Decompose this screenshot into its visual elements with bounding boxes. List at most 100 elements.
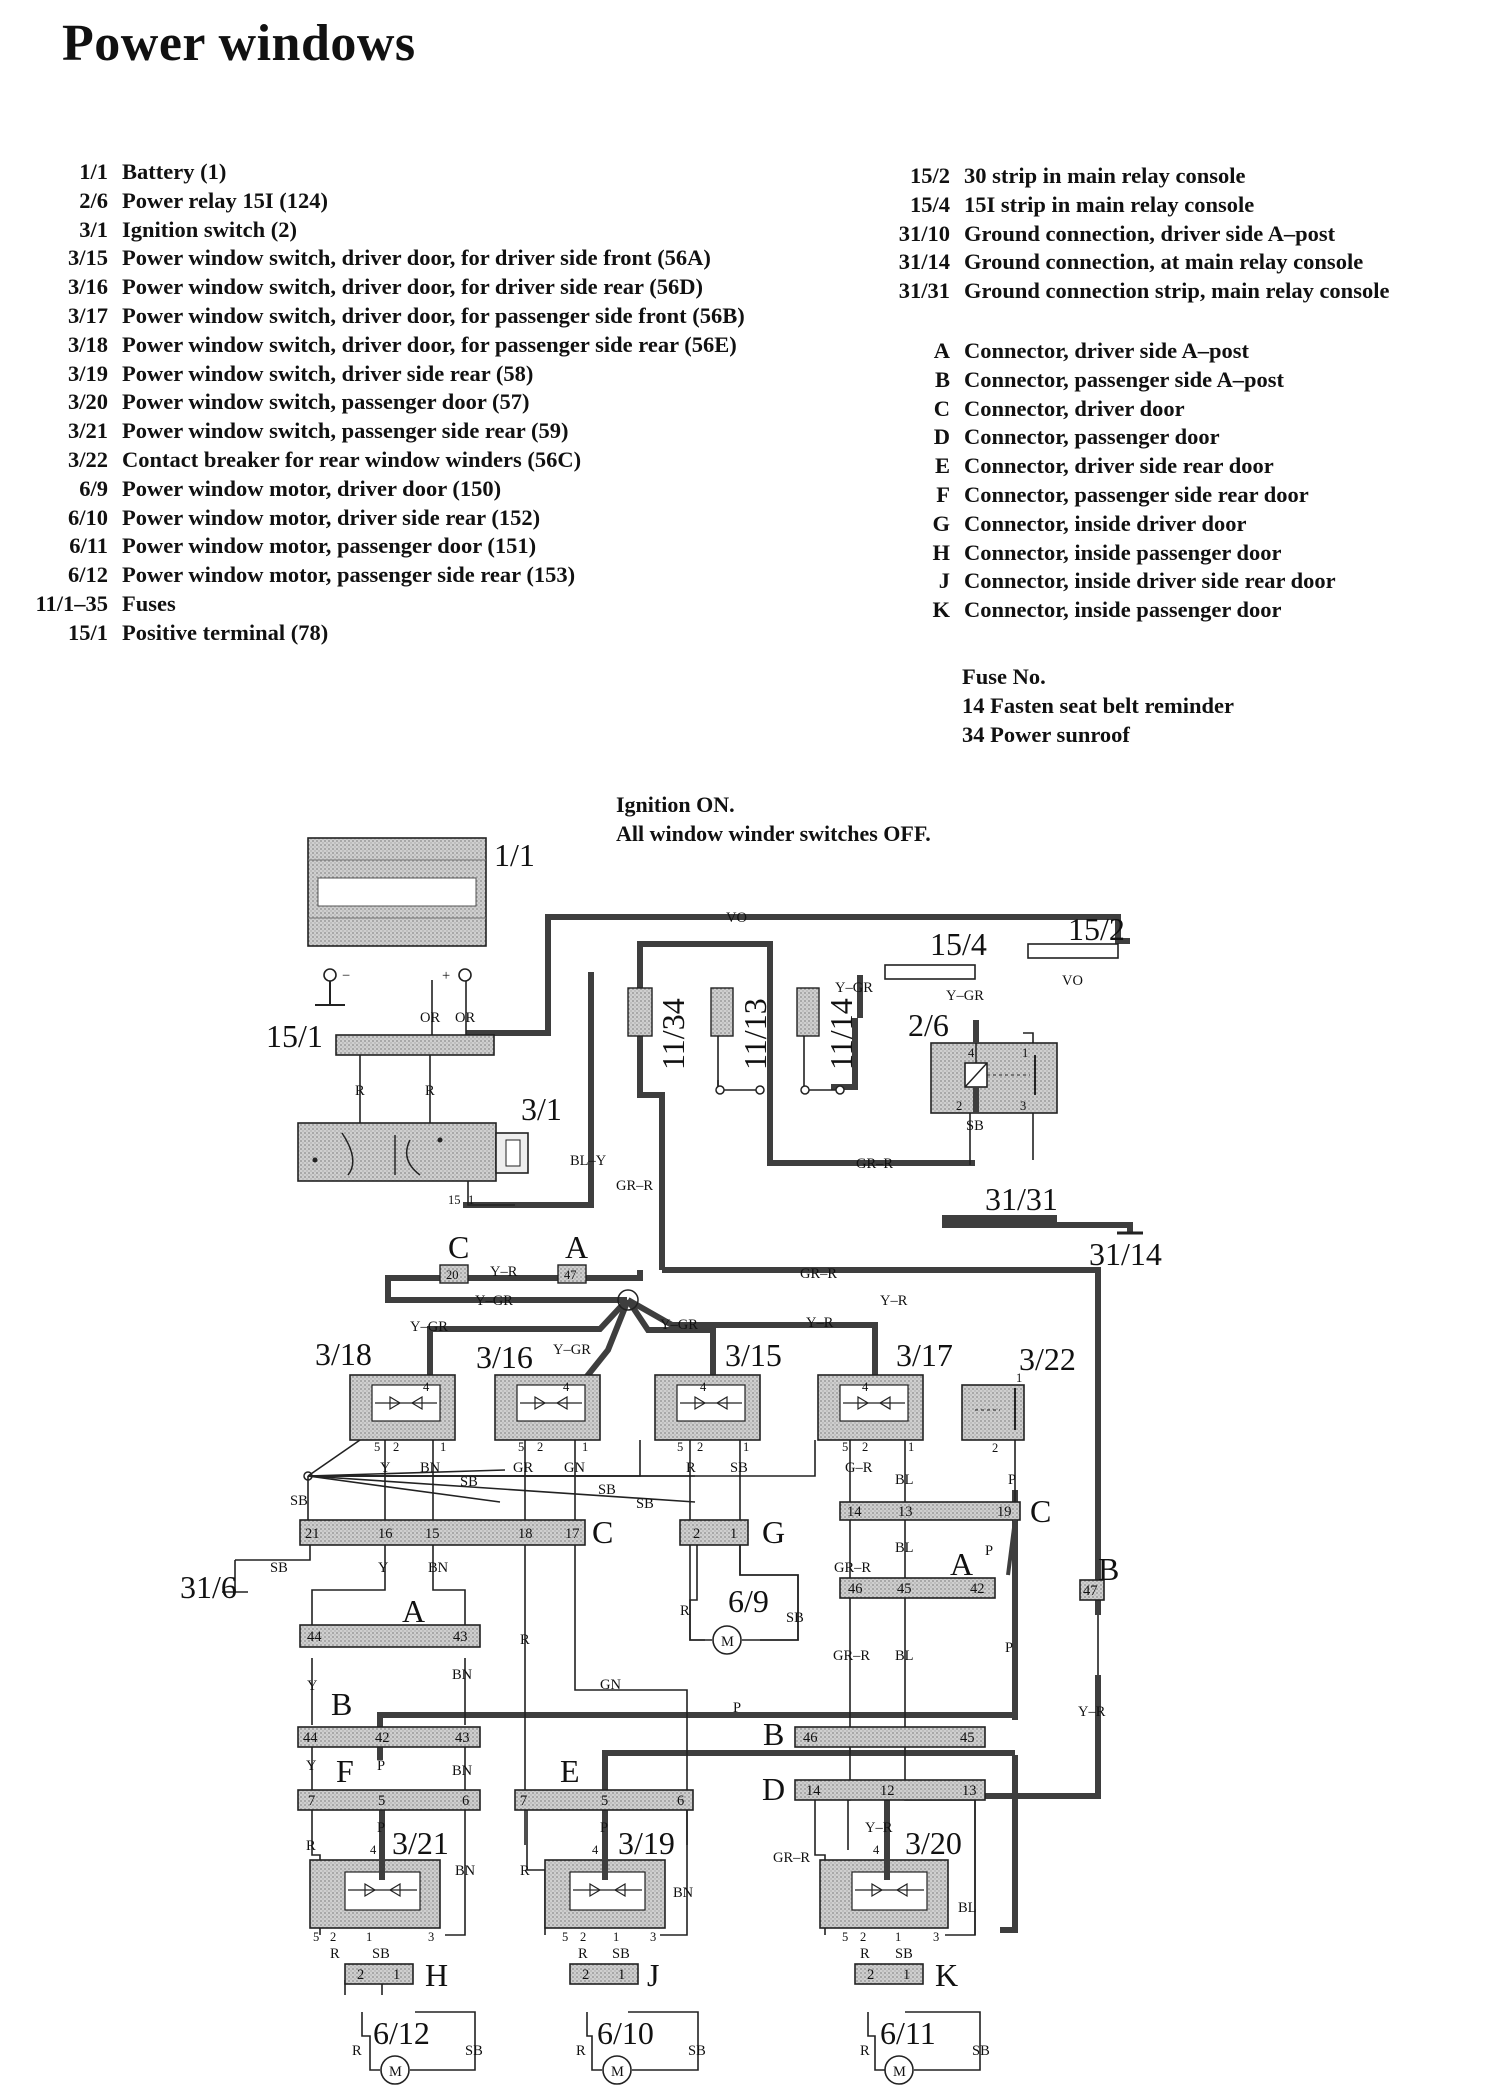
connector-c-strip <box>299 1519 586 1546</box>
legend-text: Connector, inside driver door <box>964 510 1247 536</box>
wire-sb-join-a <box>307 1475 501 1503</box>
wire-label-r: R <box>520 1632 530 1648</box>
legend-code: 3/22 <box>67 446 108 472</box>
switch-label: 3/16 <box>476 1339 533 1375</box>
pin-5: 5 <box>842 1440 848 1454</box>
fuse-note-heading: Fuse No. <box>962 664 1046 689</box>
pin-1: 1 <box>618 1967 625 1983</box>
switch-3-16 <box>494 1374 601 1441</box>
wire-label-y: Y <box>380 1460 391 1476</box>
legend-text: Power window switch, driver door, for dr… <box>122 245 711 271</box>
strip-15-2-label: 15/2 <box>1068 911 1125 947</box>
wire-label-r: R <box>576 2043 586 2059</box>
fuse-label: 11/14 <box>823 998 859 1070</box>
legend-text: Power window switch, driver side rear (5… <box>122 360 534 386</box>
wire-label-bl: BL <box>958 1900 977 1916</box>
wire-label-gr-r: GR–R <box>800 1266 837 1282</box>
ign-pin-1: 1 <box>468 1193 474 1207</box>
pin-5: 5 <box>374 1440 380 1454</box>
legend-code: 3/1 <box>79 216 108 242</box>
legend-text: Power relay 15I (124) <box>122 187 328 213</box>
legend-text: Battery (1) <box>122 159 227 184</box>
switch-3-17 <box>817 1374 924 1441</box>
wire-label-p: P <box>600 1820 608 1836</box>
legend-text: 15I strip in main relay console <box>964 191 1255 217</box>
pin-2: 2 <box>697 1440 703 1454</box>
wire-label-bn: BN <box>420 1460 441 1476</box>
wire-label-vo: VO <box>1062 973 1083 989</box>
connector-letter-j: J <box>647 1957 659 1993</box>
wire-label-sb: SB <box>636 1496 654 1512</box>
pin-13: 13 <box>962 1783 977 1799</box>
motor-symbol: M <box>389 2064 402 2080</box>
legend-text: Ground connection, driver side A–post <box>964 220 1336 246</box>
wire-gn-16 <box>574 1440 688 1845</box>
pin-4: 4 <box>370 1843 377 1857</box>
wire-label-y-gr: Y–GR <box>660 1317 698 1333</box>
wire-hub-15 <box>625 1298 716 1375</box>
connector-a-right <box>839 1577 996 1599</box>
pin-5: 5 <box>313 1930 319 1944</box>
legend-text: 30 strip in main relay console <box>964 163 1246 188</box>
pin-21: 21 <box>305 1526 320 1542</box>
pin-12: 12 <box>880 1783 895 1799</box>
legend-code: 15/2 <box>909 163 950 188</box>
pin-1: 1 <box>393 1967 400 1983</box>
pin-1: 1 <box>743 1440 749 1454</box>
thin-wires <box>222 980 1099 2071</box>
legend-text: Connector, driver side rear door <box>964 453 1274 479</box>
fuse-label: 11/13 <box>737 998 773 1070</box>
motor-symbol: M <box>721 1634 734 1650</box>
motor-symbol: M <box>893 2064 906 2080</box>
fuse-note: Fuse No. 14 Fasten seat belt reminder 34… <box>962 663 1234 749</box>
wire-junction <box>617 1289 639 1311</box>
legend-code: K <box>932 597 950 623</box>
pin-44: 44 <box>307 1629 322 1645</box>
wire-label-bl: BL <box>895 1540 914 1556</box>
legend-code: G <box>932 510 950 536</box>
legend-code: 6/9 <box>79 475 108 501</box>
pin-45: 45 <box>960 1730 975 1746</box>
relay-pin-3: 3 <box>1020 1099 1026 1113</box>
legend-text: Connector, inside driver side rear door <box>964 568 1336 594</box>
legend-code: 31/31 <box>898 278 950 304</box>
connector-b-right <box>794 1726 986 1748</box>
legend-row: G Connector, inside driver door <box>868 510 1336 539</box>
motor-6-11 <box>884 2055 914 2085</box>
wire-r-e <box>526 1810 546 1935</box>
pin-45: 45 <box>897 1581 912 1597</box>
wire-label-r: R <box>306 1838 316 1854</box>
ground-apost-label: 31/6 <box>180 1569 237 1605</box>
strip-15-4 <box>884 964 976 980</box>
ign-pin-15: 15 <box>448 1193 461 1207</box>
pin-2: 2 <box>537 1440 543 1454</box>
connector-letter-c: C <box>448 1229 469 1265</box>
wire-bn-e <box>660 1810 688 1936</box>
pin-3: 3 <box>933 1930 939 1944</box>
motor-6-10 <box>602 2055 632 2085</box>
wire-label-p: P <box>377 1820 385 1836</box>
motor-label: 6/10 <box>597 2015 654 2051</box>
wire-bn-18 <box>432 1440 466 1640</box>
pin-43: 43 <box>453 1629 468 1645</box>
wire-label-sb: SB <box>465 2043 483 2059</box>
pin-4: 4 <box>700 1380 707 1394</box>
pin-2: 2 <box>580 1930 586 1944</box>
battery: − + <box>307 837 487 1006</box>
pin-2: 2 <box>393 1440 399 1454</box>
switch-label: 3/18 <box>315 1336 372 1372</box>
wire-label-r: R <box>686 1460 696 1476</box>
wire-label-y: Y <box>378 1560 389 1576</box>
strip-15-2 <box>1027 943 1119 959</box>
wire-label-sb: SB <box>972 2043 990 2059</box>
pin-6: 6 <box>462 1793 469 1809</box>
legend-text: Power window motor, passenger door (151) <box>122 533 537 559</box>
pin-43: 43 <box>455 1730 470 1746</box>
wire-bn-f <box>445 1810 466 1936</box>
